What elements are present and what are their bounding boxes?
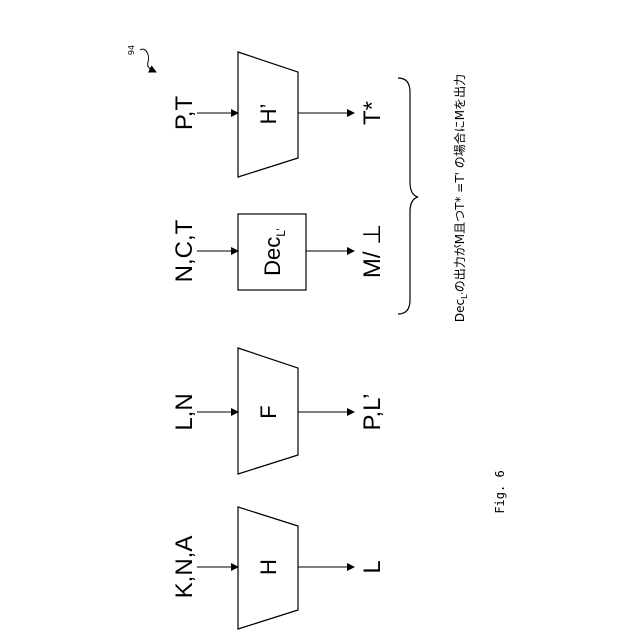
reference-number: 94 [127, 45, 136, 55]
block-h-input: K,N,A [171, 536, 198, 599]
condition-note-dec: Dec [453, 299, 467, 322]
block-f-input: L,N [171, 393, 198, 430]
block-dec-output: M/ ⊥ [359, 224, 386, 278]
condition-note-rest: の出力がM且つT* =T' の場合にMを出力 [452, 74, 467, 292]
block-h-prime-input: P,T [171, 96, 198, 131]
block-dec-input: N,C,T [171, 219, 198, 282]
block-dec: N,C,T DecL’ M/ ⊥ [171, 214, 386, 290]
figure-label: Fig. 6 [493, 470, 507, 513]
reference-marker: 94 [127, 45, 156, 72]
condition-note-sub: L' [460, 292, 469, 299]
block-dec-label-main: Dec [260, 237, 285, 276]
block-h-prime: P,T H’ T* [171, 52, 386, 177]
block-f-label: F [256, 405, 281, 418]
block-f: L,N F P,L’ [171, 348, 386, 474]
block-dec-label-sub: L’ [274, 228, 288, 237]
block-f-output: P,L’ [359, 394, 386, 431]
block-h-prime-label: H’ [256, 104, 281, 125]
block-h-prime-output: T* [359, 101, 386, 125]
block-dec-label: DecL’ [260, 228, 288, 276]
reference-leader [140, 49, 156, 72]
block-h: K,N,A H L [171, 507, 386, 629]
condition-note: DecL'の出力がM且つT* =T' の場合にMを出力 [452, 74, 469, 322]
block-h-label: H [256, 559, 281, 575]
group-brace [398, 78, 418, 314]
block-h-output: L [359, 560, 386, 573]
